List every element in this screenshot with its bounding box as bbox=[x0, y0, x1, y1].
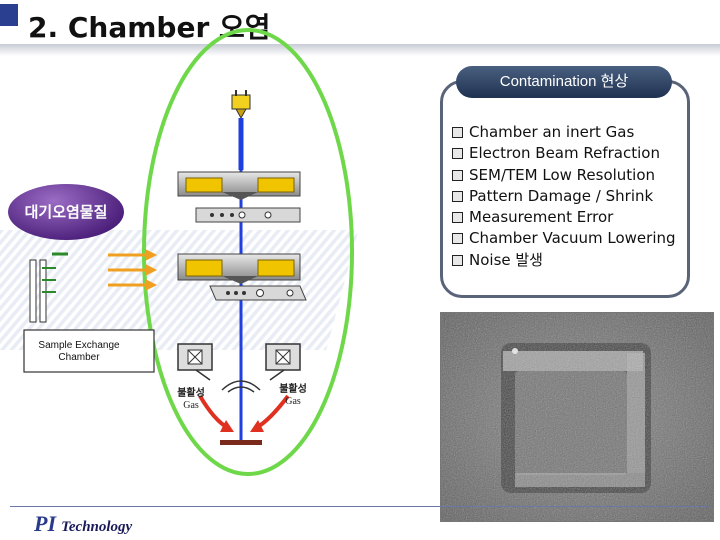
sample-stage bbox=[220, 440, 262, 445]
checkbox-bullet-icon bbox=[452, 148, 463, 160]
right-gas-label-en: Gas bbox=[285, 396, 301, 407]
right-gas-label: 불활성 Gas bbox=[278, 384, 308, 408]
electron-source-icon bbox=[231, 90, 251, 120]
contamination-list: Chamber an inert Gas Electron Beam Refra… bbox=[452, 122, 692, 271]
contaminant-arrows bbox=[108, 249, 158, 291]
checkbox-bullet-icon bbox=[452, 169, 463, 181]
footer-divider bbox=[10, 506, 710, 507]
logo-text: Technology bbox=[61, 519, 133, 535]
contamination-item: Pattern Damage / Shrink bbox=[452, 186, 692, 207]
chamber-ellipse bbox=[142, 28, 354, 476]
sem-micrograph bbox=[440, 312, 714, 522]
checkbox-bullet-icon bbox=[452, 254, 463, 266]
upper-lens-assembly bbox=[177, 171, 301, 223]
sample-chamber-label: Sample Exchange Chamber bbox=[38, 340, 120, 363]
checkbox-bullet-icon bbox=[452, 233, 463, 245]
right-gas-injector-icon bbox=[265, 343, 301, 381]
checkbox-bullet-icon bbox=[452, 212, 463, 224]
checkbox-bullet-icon bbox=[452, 127, 463, 138]
contamination-item: SEM/TEM Low Resolution bbox=[452, 165, 692, 186]
gas-nozzle-arc bbox=[221, 380, 261, 391]
contamination-item: Chamber an inert Gas bbox=[452, 122, 692, 143]
pollutant-badge: 대기오염물질 bbox=[8, 184, 124, 240]
contamination-item: Electron Beam Refraction bbox=[452, 143, 692, 164]
left-gas-label-kr: 불활성 bbox=[177, 388, 205, 399]
right-gas-label-kr: 불활성 bbox=[279, 384, 307, 395]
sem-micrograph-image bbox=[441, 313, 713, 521]
slide-title: 2. Chamber 오염 bbox=[28, 11, 271, 44]
chamber-diagram bbox=[0, 28, 359, 476]
checkbox-bullet-icon bbox=[452, 190, 463, 202]
left-gas-label-en: Gas bbox=[183, 400, 199, 411]
company-logo: PI Technology bbox=[34, 511, 132, 537]
contamination-item: Measurement Error bbox=[452, 207, 692, 228]
contamination-item: Noise 발생 bbox=[452, 250, 692, 271]
contamination-item: Chamber Vacuum Lowering bbox=[452, 228, 692, 249]
title-underline-shadow bbox=[0, 44, 720, 56]
logo-mark: PI bbox=[34, 511, 56, 536]
contamination-header: Contamination 현상 bbox=[456, 66, 672, 98]
contamination-panel bbox=[440, 80, 690, 298]
left-gas-label: 불활성 Gas bbox=[176, 388, 206, 412]
sample-exchange-chamber bbox=[23, 252, 155, 373]
lower-lens-assembly bbox=[177, 253, 307, 301]
left-gas-injector-icon bbox=[177, 343, 213, 381]
title-accent-bar bbox=[0, 4, 18, 26]
